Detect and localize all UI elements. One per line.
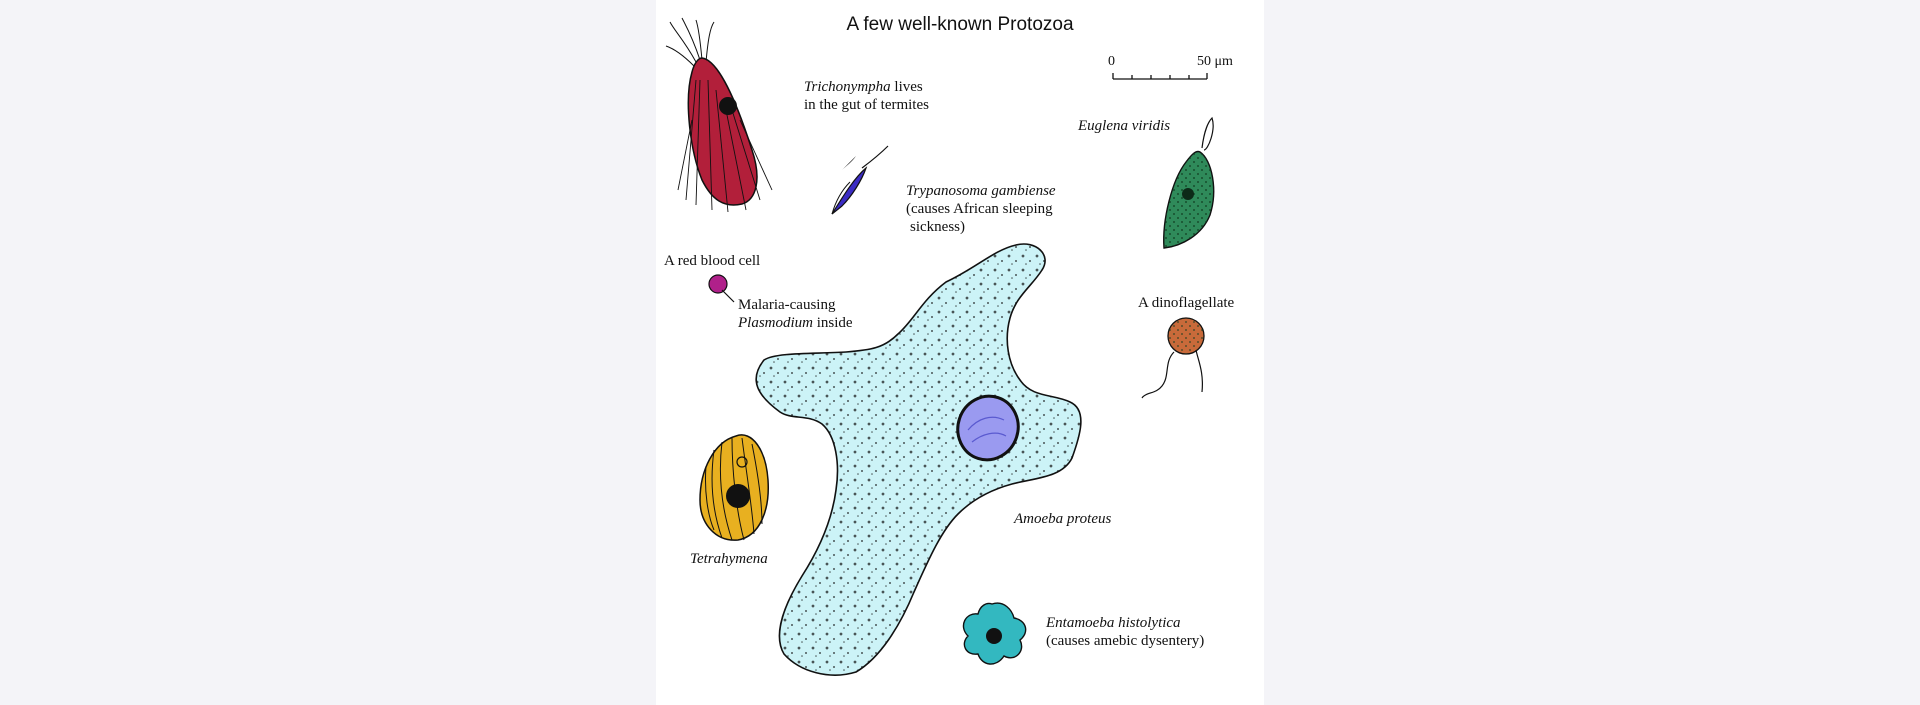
plasmodium-name: Plasmodium: [738, 315, 813, 331]
trypanosoma-label: Trypanosoma gambiense: [906, 183, 1056, 199]
trypanosoma-organism: [831, 145, 889, 215]
scale-start-label: 0: [1108, 54, 1115, 69]
plasmodium-label: Plasmodium inside: [738, 314, 853, 333]
figure-title: A few well-known Protozoa: [846, 14, 1074, 35]
rbc-label: A red blood cell: [664, 253, 761, 269]
dinoflagellate-label: A dinoflagellate: [1138, 295, 1235, 311]
entamoeba-organism: [962, 602, 1027, 665]
figure-panel: A few well-known Protozoa 0 50 μm Tricho…: [656, 0, 1264, 705]
trichonympha-organism: [665, 17, 773, 213]
trichonympha-line2: in the gut of termites: [804, 97, 929, 113]
malaria-label: Malaria-causing: [738, 297, 836, 313]
protozoa-illustration: [665, 17, 1215, 676]
entamoeba-label: Entamoeba histolytica: [1046, 615, 1181, 631]
trichonympha-rest: lives: [890, 79, 923, 95]
amoeba-organism: [755, 243, 1082, 676]
scale-bar: [1112, 73, 1208, 80]
scale-end-label: 50 μm: [1197, 54, 1233, 69]
red-blood-cell: [708, 274, 735, 303]
euglena-label: Euglena viridis: [1078, 118, 1171, 134]
plasmodium-rest: inside: [813, 315, 853, 331]
dinoflagellate-organism: [1141, 317, 1205, 399]
tetrahymena-label: Tetrahymena: [690, 551, 768, 567]
trichonympha-label: Trichonympha lives: [804, 78, 923, 97]
trypanosoma-line3: sickness): [910, 219, 965, 235]
euglena-organism: [1163, 116, 1215, 249]
entamoeba-line2: (causes amebic dysentery): [1046, 633, 1205, 649]
tetrahymena-organism: [699, 434, 769, 541]
trichonympha-name: Trichonympha: [804, 79, 891, 95]
amoeba-label: Amoeba proteus: [1014, 511, 1112, 527]
trypanosoma-line2: (causes African sleeping: [906, 201, 1053, 217]
